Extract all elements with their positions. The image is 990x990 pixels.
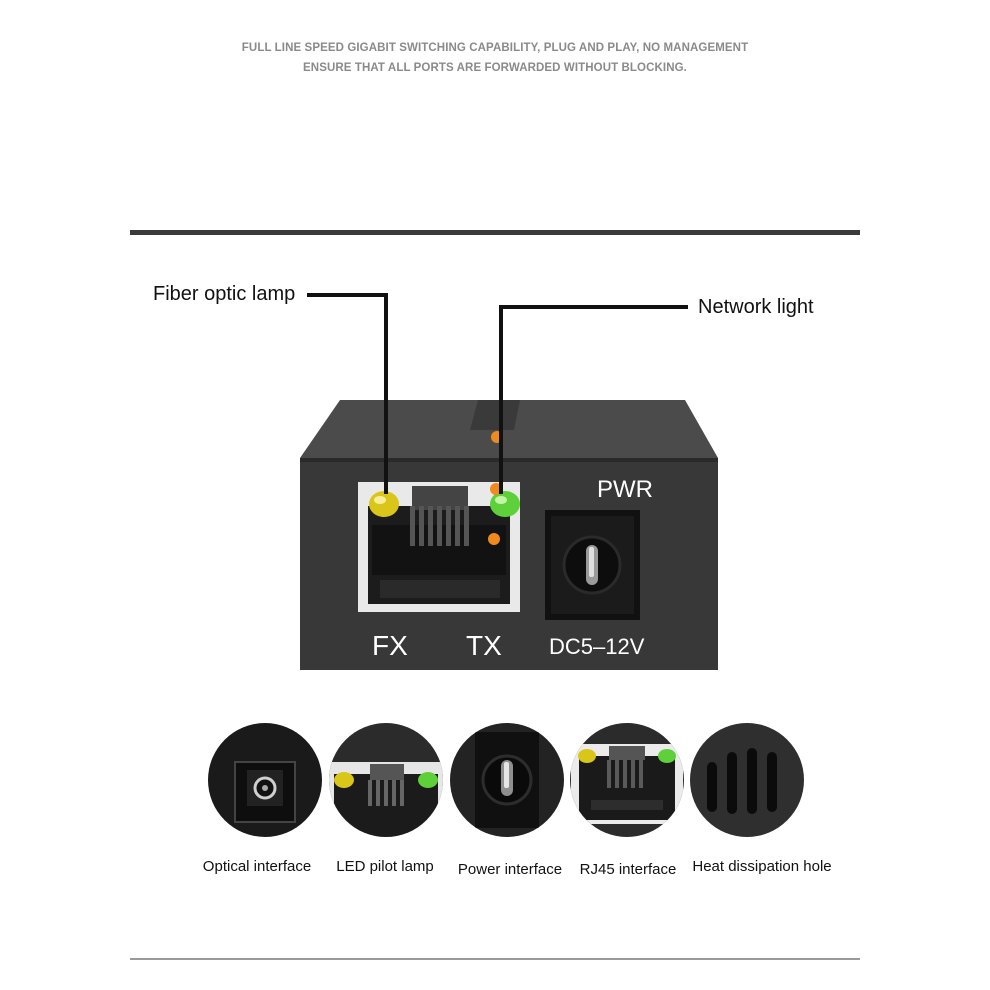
thumb-label-rj45: RJ45 interface xyxy=(579,861,677,878)
network-led-green xyxy=(490,491,520,517)
rj45-interface-icon xyxy=(570,723,684,837)
dc-power-jack xyxy=(545,510,640,620)
marker-port xyxy=(488,533,500,545)
port-tx-label: TX xyxy=(466,630,502,661)
optical-interface-icon xyxy=(208,723,322,837)
thumb-label-power: Power interface xyxy=(457,861,563,878)
network-callout-line xyxy=(499,305,688,494)
fiber-led-yellow xyxy=(369,491,399,517)
fiber-optic-lamp-label: Fiber optic lamp xyxy=(153,283,296,305)
power-interface-icon xyxy=(450,723,564,837)
dc-voltage-label: DC5–12V xyxy=(549,634,645,659)
bottom-divider xyxy=(130,958,860,960)
tagline: FULL LINE SPEED GIGABIT SWITCHING CAPABI… xyxy=(0,38,990,78)
network-light-label: Network light xyxy=(698,296,814,318)
tagline-line-1: FULL LINE SPEED GIGABIT SWITCHING CAPABI… xyxy=(241,42,749,54)
thumb-label-heat: Heat dissipation hole xyxy=(692,858,832,875)
tagline-line-2: ENSURE THAT ALL PORTS ARE FORWARDED WITH… xyxy=(303,62,687,74)
thumb-label-optical: Optical interface xyxy=(202,858,312,875)
rj45-port xyxy=(358,482,520,612)
fiber-callout-line xyxy=(307,293,388,494)
led-pilot-lamp-icon xyxy=(329,723,443,837)
thumb-label-led: LED pilot lamp xyxy=(336,858,434,875)
pwr-label: PWR xyxy=(597,476,653,503)
heat-dissipation-hole-icon xyxy=(690,723,804,837)
port-fx-label: FX xyxy=(372,630,408,661)
top-divider xyxy=(130,230,860,235)
